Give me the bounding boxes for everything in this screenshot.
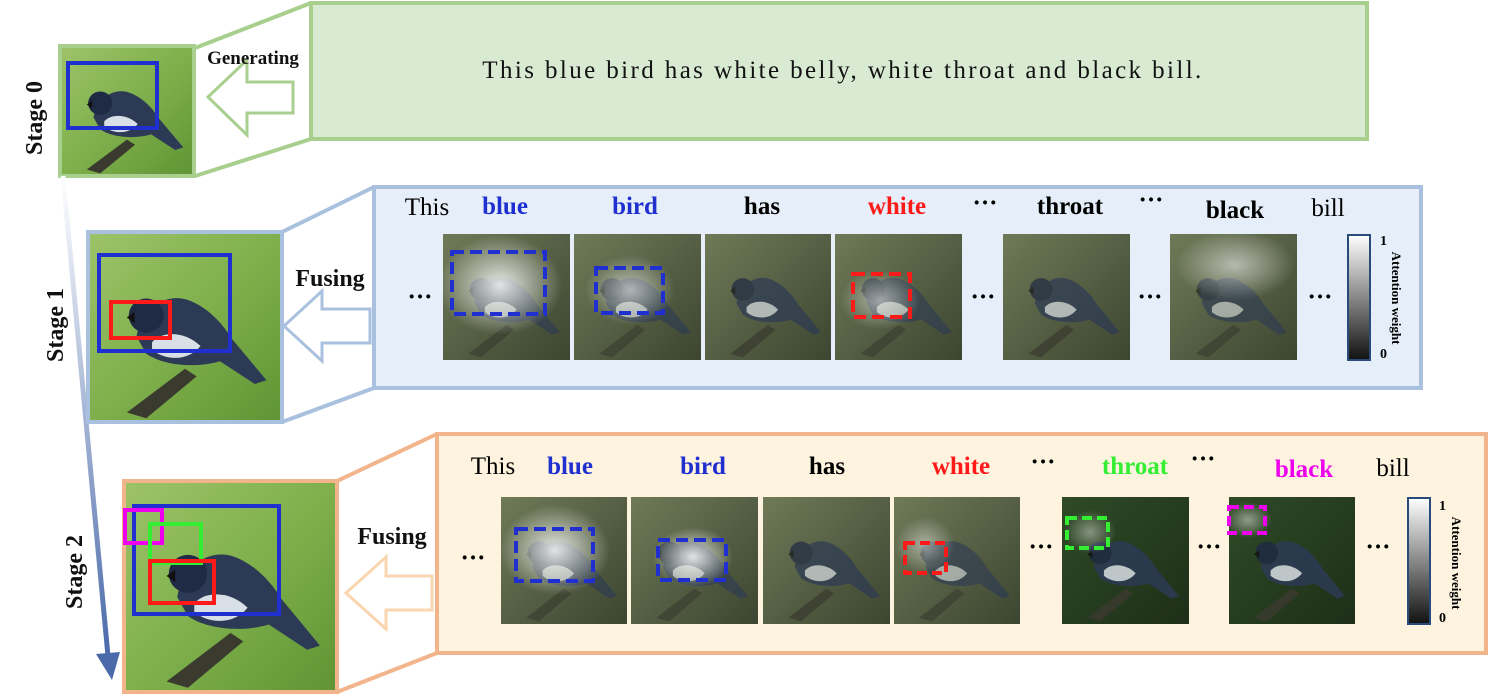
stage1-colorbar-min: 0 [1380,347,1387,362]
stage1-ellipsis-right-1: ··· [1137,284,1162,311]
stage2-colorbar: 1 0 Attention weight [1407,497,1464,626]
stage2-blue-box [132,504,281,616]
stage0-sentence: This blue bird has white belly, white th… [482,57,1203,84]
stage2-ellipsis-left: ··· [460,545,485,572]
stage2-word-bill: bill [1376,455,1409,482]
stage1-word-blue: blue [482,193,528,220]
stage1-map-white-box [851,272,912,319]
stage2-colorbar-max: 1 [1439,499,1446,514]
stage1-word-black: black [1206,197,1264,224]
stage1-word-ellipsis-2: ··· [1138,187,1163,214]
stage1-map-blue-box [450,250,547,316]
stage2-word-white: white [932,453,990,480]
stage2-connector-bottom [336,651,438,694]
stage-progression-arrowhead [96,652,120,680]
stage2-words: This blue bird has white ··· throat ··· … [471,446,1410,483]
stage1-word-bird: bird [612,193,658,220]
stage1-word-white: white [868,193,926,220]
stage2-word-ellipsis-1: ··· [1030,449,1055,476]
stage2-map-throat-box [1065,516,1110,550]
stage1-word-bill: bill [1311,195,1344,222]
stage0-text-box [309,1,1369,141]
stage-progression-line [60,175,111,657]
stage1-red-box [109,300,172,340]
stage2-word-ellipsis-2: ··· [1190,446,1215,473]
stage2-magenta-box [123,508,164,545]
stage1-action-label: Fusing [295,266,364,292]
stage2-word-this: This [471,453,515,480]
stage2-generated-image [122,479,339,694]
stage1-colorbar: 1 0 Attention weight [1347,234,1404,362]
stage1-map-bird [574,234,701,360]
stage1-words: This blue bird has white ··· throat ··· … [405,187,1345,224]
stage1-generated-image [86,230,284,424]
stage2-ellipsis-right-1: ··· [1196,534,1221,561]
stage1-label: Stage 1 [43,288,69,362]
stage2-label: Stage 2 [62,535,88,609]
stage1-word-throat: throat [1037,193,1104,220]
stage2-word-bird: bird [680,453,726,480]
stage1-map-blue [438,234,570,360]
stage0-blue-box [66,61,159,130]
stage2-attention-maps: ··· ··· ··· ··· [460,497,1391,624]
stage2-word-has: has [809,453,845,480]
stage2-map-blue [500,497,627,624]
stage2-fusing-arrow [343,553,434,633]
stage1-map-white [835,234,962,360]
stage2-ellipsis-mid: ··· [1028,534,1053,561]
stage1-map-black [1170,230,1297,360]
stage1-colorbar-title: Attention weight [1389,252,1404,345]
stage0-generating-arrow [205,56,295,139]
stage2-map-blue-box [514,527,595,583]
stage2-map-throat [1062,497,1189,624]
stage2-red-box [148,559,216,605]
stage2-map-bird [631,497,758,624]
stage1-map-has [705,234,831,360]
stage2-map-black-box [1227,505,1267,535]
stage1-word-this: This [405,194,449,221]
stage1-map-throat [1003,234,1130,360]
stage1-attention-maps: ··· ··· ··· ··· [407,230,1333,360]
stage1-map-bird-box [594,266,665,315]
stage1-ellipsis-mid: ··· [970,284,995,311]
stage1-ellipsis-right-2: ··· [1307,284,1332,311]
stage2-colorbar-min: 0 [1439,611,1446,626]
stage1-connector-bottom [281,386,375,424]
stage2-word-throat: throat [1102,453,1169,480]
stage2-word-blue: blue [547,453,593,480]
stage2-colorbar-title: Attention weight [1449,517,1464,610]
stage0-generated-image [58,44,196,178]
stage0-connector-top [194,1,312,50]
stage1-blue-box [97,253,232,353]
stage2-connector-top [336,432,438,483]
stage2-map-white [894,497,1020,624]
stage0-connector-bottom [194,137,312,178]
stage2-action-label: Fusing [357,524,426,550]
stage2-map-black [1224,497,1355,624]
stage1-ellipsis-left: ··· [407,284,432,311]
stage2-map-white-box [903,541,948,575]
stage2-word-black: black [1275,456,1333,483]
stage1-word-has: has [744,193,780,220]
stage1-connector-top [281,185,375,234]
stage0-label: Stage 0 [22,81,48,155]
stage1-word-ellipsis-1: ··· [972,190,997,217]
stage2-ellipsis-right-2: ··· [1365,534,1390,561]
stage1-fusing-arrow [281,287,372,365]
stage1-colorbar-max: 1 [1380,234,1387,249]
stage0-action-label: Generating [207,48,299,69]
stage2-map-has [763,497,890,624]
